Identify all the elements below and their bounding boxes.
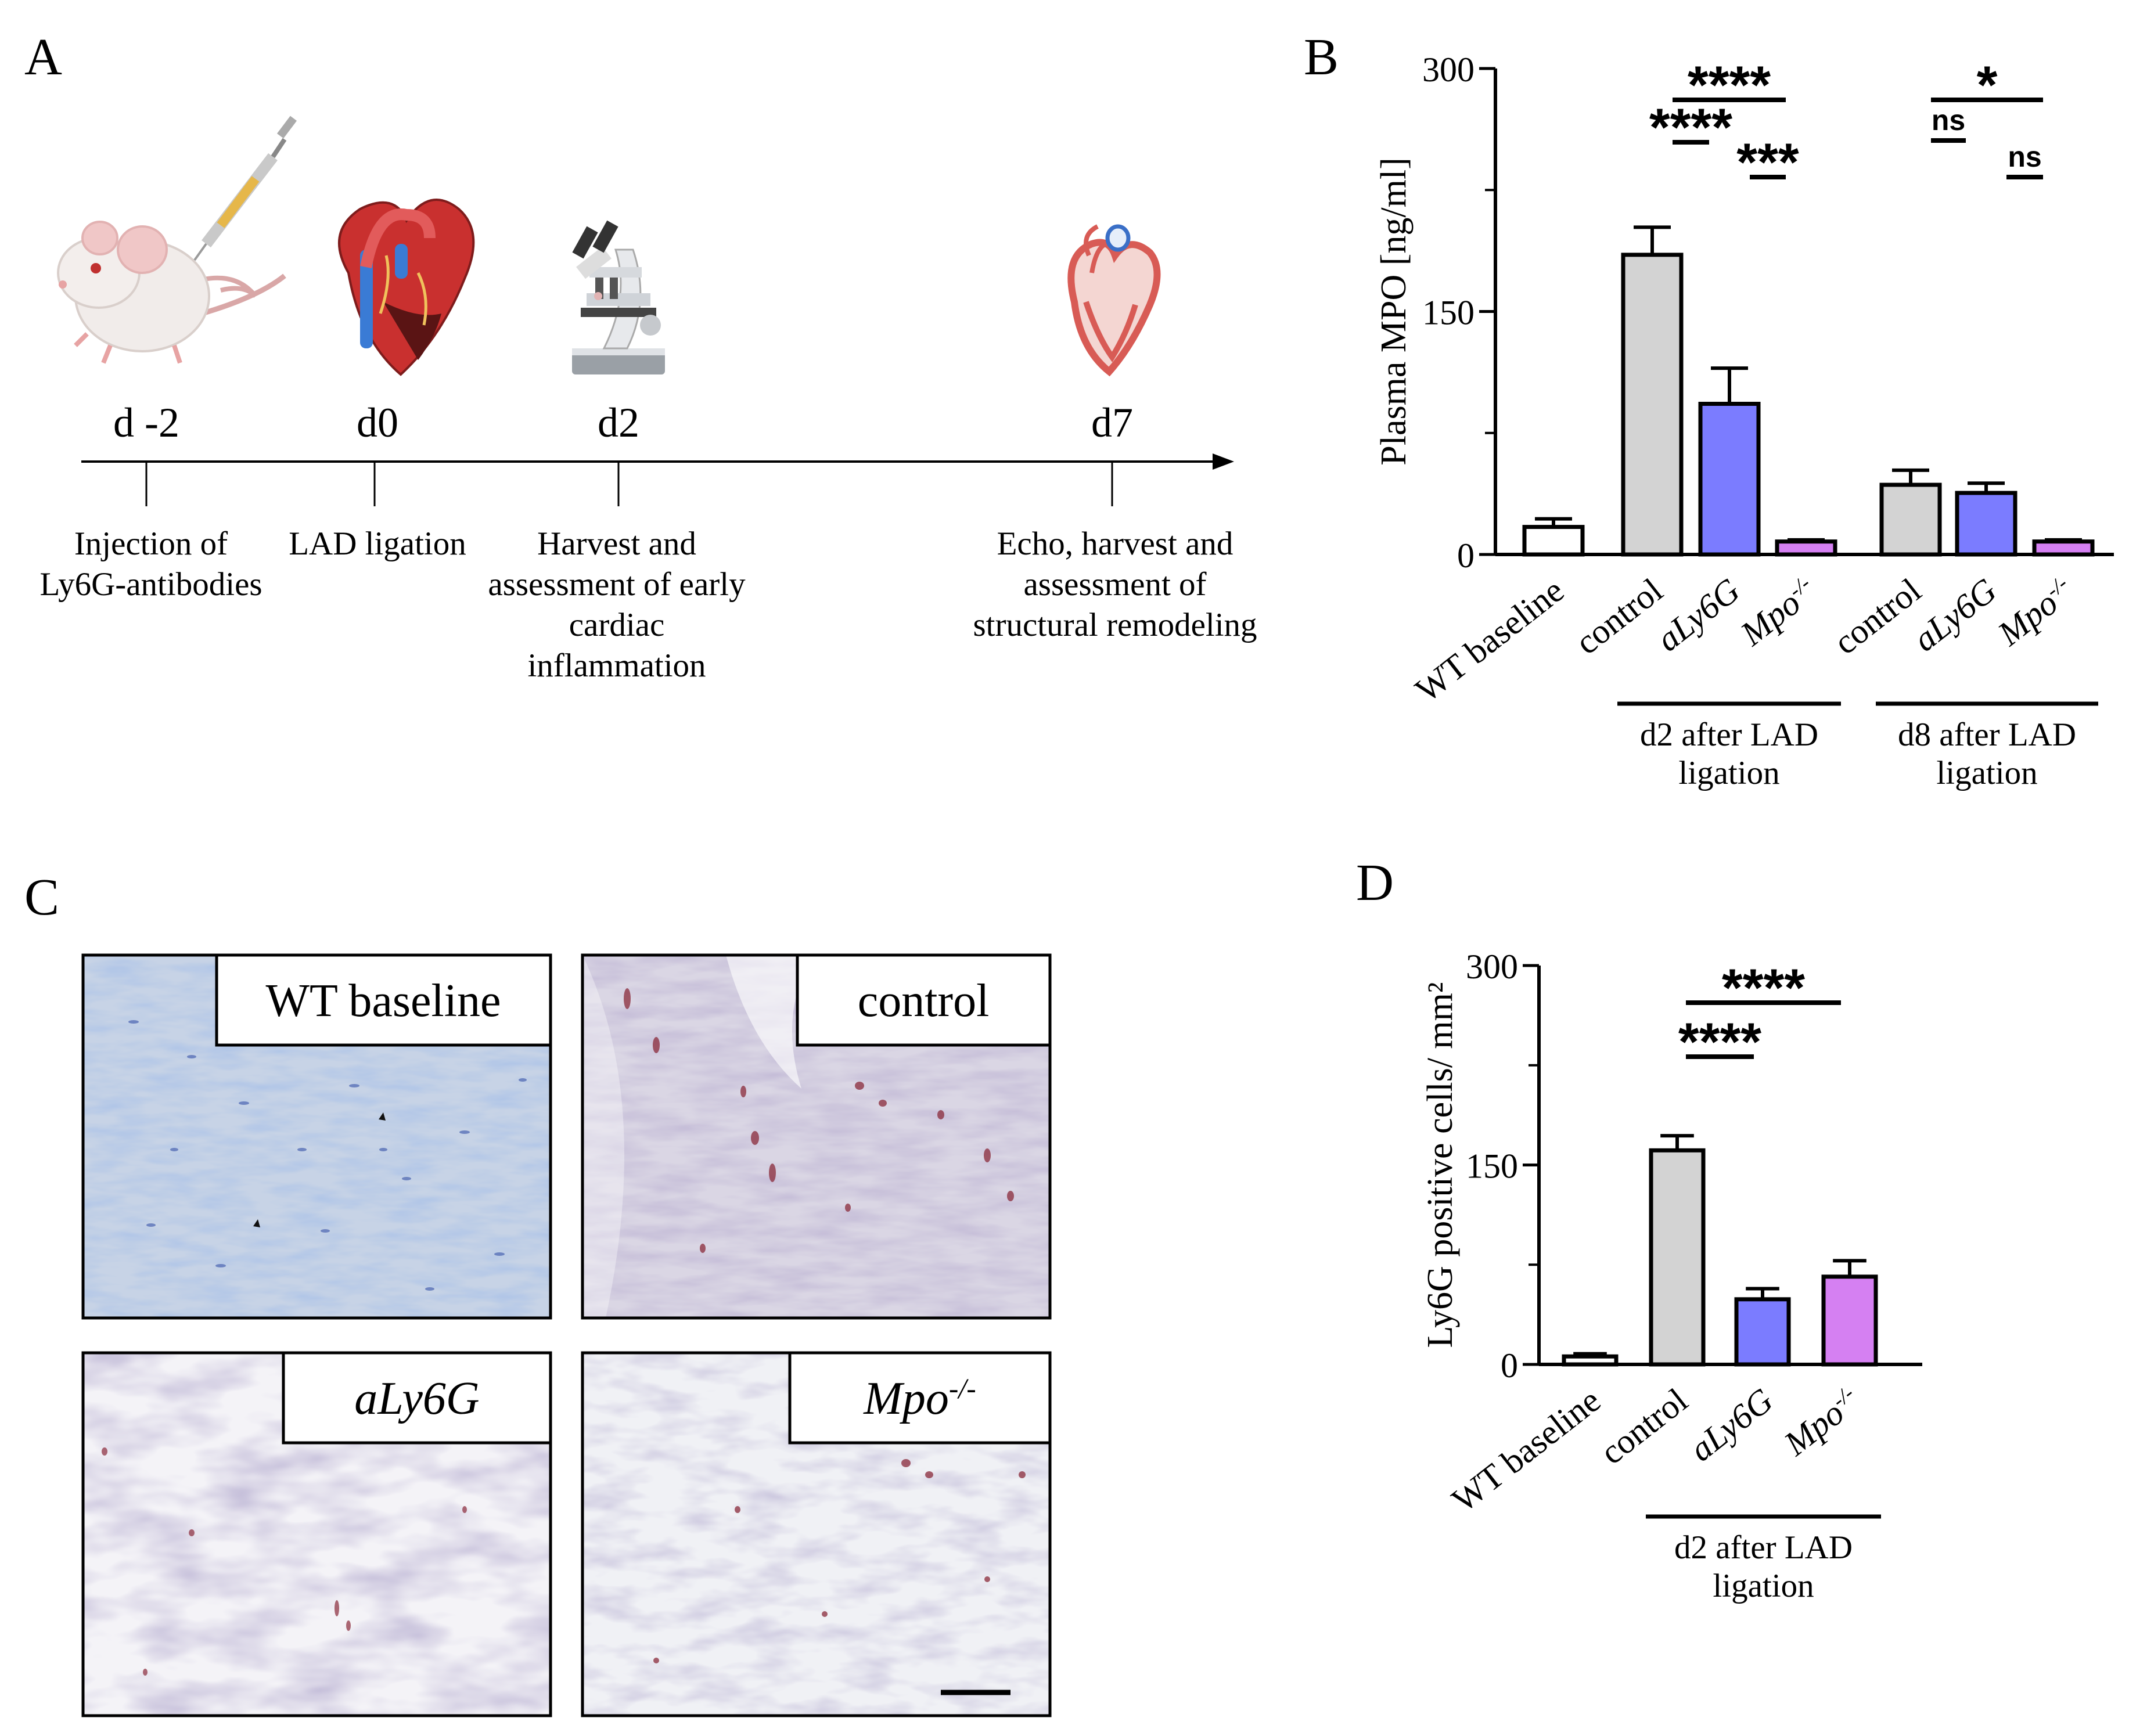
bar <box>1955 491 2017 557</box>
micrograph-label: WT baseline <box>265 975 501 1027</box>
timeline-event-line: Ly6G-antibodies <box>39 566 262 603</box>
x-tick-label: aLy6G <box>1649 571 1747 658</box>
panel-label-d: D <box>1356 854 1394 912</box>
micrograph-label: control <box>858 975 990 1027</box>
y-tick-label: 150 <box>1422 294 1475 332</box>
y-tick-label: 0 <box>1501 1346 1518 1385</box>
timeline-event-line: Injection of <box>74 525 228 562</box>
micrograph-label: Mpo-/- <box>863 1373 976 1425</box>
label-base: WT baseline <box>1445 1381 1607 1519</box>
group-label: ligation <box>1936 755 2037 791</box>
label-base: aLy6G <box>1649 571 1747 658</box>
label-base: control <box>858 975 990 1027</box>
timeline-panel: d -2 d0 d2 d7 Injection of Ly6G-antibodi… <box>39 116 1257 684</box>
nuclei-dots <box>128 997 527 1291</box>
micrograph-aly6g: aLy6G <box>81 1351 552 1717</box>
micrograph-control: control <box>581 953 1052 1320</box>
significance-label: **** <box>1722 959 1805 1018</box>
panel-label-b: B <box>1304 28 1339 86</box>
label-superscript: -/- <box>949 1373 976 1404</box>
micrograph-wt-baseline: WT baseline <box>81 953 552 1320</box>
x-tick-label: Mpo-/- <box>1990 571 2081 653</box>
label-base: WT baseline <box>1408 571 1571 709</box>
significance-label: ns <box>1932 104 1965 136</box>
micrograph-label: aLy6G <box>354 1373 479 1424</box>
group-label: ligation <box>1678 755 1779 791</box>
y-tick-label: 300 <box>1466 948 1518 986</box>
label-base: control <box>1593 1381 1695 1472</box>
y-axis-label: Ly6G positive cells/ mm² <box>1420 982 1460 1348</box>
stain-dots <box>624 988 1014 1253</box>
x-tick-label: WT baseline <box>1445 1381 1607 1519</box>
stain-dots <box>653 1459 1026 1663</box>
timeline-day-label: d0 <box>357 399 398 446</box>
timeline-event-line: Echo, harvest and <box>997 525 1233 562</box>
significance-label: * <box>1977 56 1998 115</box>
label-base: control <box>1826 571 1928 662</box>
panel-label-c: C <box>24 869 59 926</box>
significance-label: **** <box>1688 56 1771 115</box>
timeline-day-label: d7 <box>1091 399 1133 446</box>
stain-dots <box>102 1447 467 1676</box>
bar <box>1821 1274 1878 1367</box>
bar <box>1649 1148 1706 1367</box>
group-label: ligation <box>1713 1568 1814 1604</box>
y-tick-label: 300 <box>1422 51 1475 89</box>
bar <box>1734 1297 1791 1367</box>
label-base: aLy6G <box>1682 1381 1780 1468</box>
timeline-event-line: assessment of early <box>488 566 746 603</box>
x-tick-label: Mpo-/- <box>1776 1381 1867 1463</box>
bar <box>1698 402 1761 557</box>
y-tick-label: 150 <box>1466 1147 1518 1186</box>
timeline-event-line: LAD ligation <box>289 525 466 562</box>
timeline-event-line: Harvest and <box>537 525 696 562</box>
bar <box>2032 539 2095 557</box>
timeline-day-label: d -2 <box>113 399 179 446</box>
bar <box>1522 525 1585 557</box>
bar <box>1775 539 1837 557</box>
significance-label: **** <box>1678 1013 1761 1072</box>
label-base: aLy6G <box>354 1373 479 1424</box>
bar <box>1621 253 1684 557</box>
heart-outline-icon <box>1067 224 1161 377</box>
y-tick-label: 0 <box>1457 536 1475 575</box>
significance-label: *** <box>1736 133 1799 192</box>
group-label: d2 after LAD <box>1674 1529 1853 1566</box>
micrograph-mpo-knockout: Mpo-/- <box>581 1351 1052 1717</box>
timeline-day-label: d2 <box>598 399 639 446</box>
x-tick-label: aLy6G <box>1906 571 2004 658</box>
timeline-event-line: cardiac <box>569 607 665 643</box>
mouse-syringe-icon <box>57 116 297 364</box>
micrograph-grid: WT baseline control <box>81 953 1052 1717</box>
timeline-arrowhead <box>1213 453 1234 470</box>
x-tick-label: control <box>1593 1381 1695 1472</box>
heart-icon <box>338 199 475 376</box>
x-tick-label: WT baseline <box>1408 571 1571 709</box>
timeline-event-line: structural remodeling <box>973 607 1257 643</box>
microscope-icon <box>572 220 665 374</box>
label-base: WT baseline <box>265 975 501 1027</box>
label-base: control <box>1568 571 1670 662</box>
label-base: Mpo <box>863 1373 949 1424</box>
x-tick-label: Mpo-/- <box>1733 571 1824 653</box>
timeline-event-line: inflammation <box>527 647 706 684</box>
significance-label: ns <box>2008 141 2041 173</box>
x-tick-label: control <box>1568 571 1670 662</box>
bar <box>1562 1354 1619 1367</box>
timeline-event-line: assessment of <box>1023 566 1206 603</box>
label-base: aLy6G <box>1906 571 2004 658</box>
y-axis-label: Plasma MPO [ng/ml] <box>1374 157 1414 465</box>
x-tick-label: aLy6G <box>1682 1381 1780 1468</box>
significance-label: **** <box>1649 98 1732 157</box>
group-label: d8 after LAD <box>1898 716 2076 753</box>
group-label: d2 after LAD <box>1640 716 1818 753</box>
bar <box>1879 482 1942 557</box>
x-tick-label: control <box>1826 571 1928 662</box>
panel-label-a: A <box>24 28 62 86</box>
